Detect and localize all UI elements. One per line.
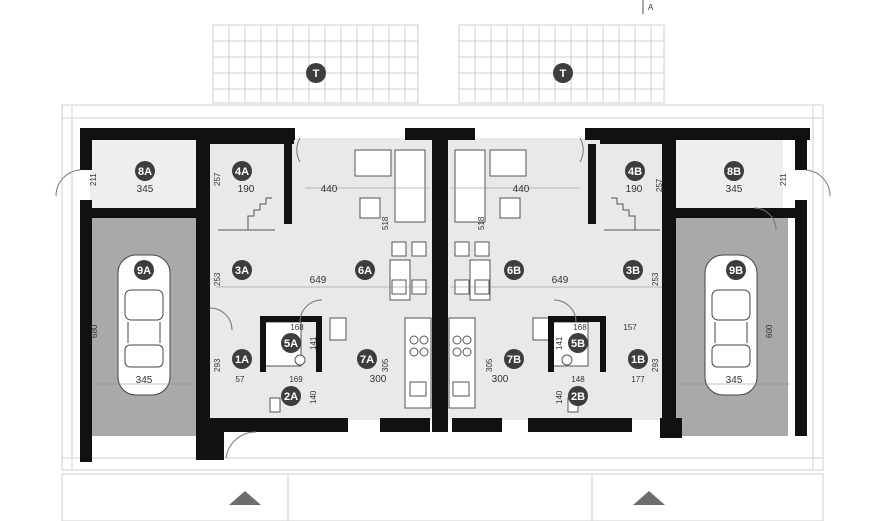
dimension-label: 293 — [213, 358, 222, 372]
svg-text:8B: 8B — [727, 166, 741, 178]
room-tag: 3B — [623, 260, 643, 280]
dimension-lines — [92, 187, 790, 385]
room-tag: 8B — [724, 161, 744, 181]
room-tag: 7B — [504, 349, 524, 369]
dimension-label: 300 — [370, 374, 387, 385]
dimension-label: 211 — [779, 173, 788, 186]
dimension-label: 57 — [236, 375, 245, 384]
dimension-label: 345 — [726, 184, 743, 195]
dimension-label: 518 — [477, 216, 486, 230]
dimension-label: 141 — [309, 336, 318, 350]
dimension-label: 257 — [213, 172, 222, 186]
dimension-label: 177 — [631, 375, 645, 384]
dimension-label: 345 — [136, 375, 153, 386]
dimension-label: 190 — [626, 184, 643, 195]
dimension-label: 140 — [309, 390, 318, 404]
dimension-label: 140 — [555, 390, 564, 404]
dimension-label: 141 — [555, 336, 564, 350]
dimension-label: 305 — [381, 358, 390, 372]
dimension-label: 257 — [655, 178, 664, 192]
room-tag: 7A — [357, 349, 377, 369]
furniture-unit-b — [448, 149, 550, 409]
svg-text:4A: 4A — [235, 166, 249, 178]
svg-text:9A: 9A — [137, 265, 151, 277]
room-tag: 5B — [568, 333, 588, 353]
room-tag: 9A — [134, 260, 154, 280]
dimension-label: 345 — [726, 375, 743, 386]
svg-text:T: T — [313, 68, 320, 80]
dimension-label: 148 — [571, 375, 585, 384]
room-tag: 9B — [726, 260, 746, 280]
staircase-b — [604, 197, 660, 231]
dimension-label: 300 — [492, 374, 509, 385]
room-tag: 1B — [628, 349, 648, 369]
room-tag: 2B — [568, 386, 588, 406]
paving-grid — [62, 105, 823, 470]
room-tag: 4B — [625, 161, 645, 181]
dimension-label: 680 — [90, 324, 99, 338]
terrace-tag: T — [553, 63, 573, 83]
svg-text:2A: 2A — [284, 391, 298, 403]
dimension-label: 157 — [623, 323, 637, 332]
dimension-label: 649 — [310, 275, 327, 286]
furniture-unit-a — [329, 149, 432, 409]
svg-text:8A: 8A — [138, 166, 152, 178]
svg-text:6B: 6B — [507, 265, 521, 277]
svg-text:1B: 1B — [631, 354, 645, 366]
room-tag: 8A — [135, 161, 155, 181]
svg-text:2B: 2B — [571, 391, 585, 403]
svg-text:5A: 5A — [284, 338, 298, 350]
svg-text:4B: 4B — [628, 166, 642, 178]
svg-text:6A: 6A — [358, 265, 372, 277]
door-swings — [55, 137, 831, 459]
svg-text:5B: 5B — [571, 338, 585, 350]
svg-text:3A: 3A — [235, 265, 249, 277]
entrance-marker-right — [633, 491, 665, 505]
dimension-label: 190 — [238, 184, 255, 195]
entrance-marker-left — [229, 491, 261, 505]
staircase-a — [218, 197, 275, 231]
dimension-label: 600 — [765, 324, 774, 338]
terrace-left — [212, 24, 419, 104]
dimension-label: 168 — [573, 323, 587, 332]
section-label: A — [648, 3, 654, 12]
dimension-label: 305 — [485, 358, 494, 372]
dimension-label: 649 — [552, 275, 569, 286]
dimension-label: 293 — [651, 358, 660, 372]
svg-text:T: T — [560, 68, 567, 80]
dimension-label: 169 — [289, 375, 303, 384]
svg-text:1A: 1A — [235, 354, 249, 366]
dimension-label: 253 — [213, 272, 222, 286]
dimension-label: 211 — [89, 173, 98, 186]
room-tag: 4A — [232, 161, 252, 181]
front-strip — [61, 473, 824, 521]
dimension-label: 253 — [651, 272, 660, 286]
room-tag: 6B — [504, 260, 524, 280]
svg-text:9B: 9B — [729, 265, 743, 277]
dimension-label: 440 — [321, 184, 338, 195]
svg-text:3B: 3B — [626, 265, 640, 277]
room-tag: 3A — [232, 260, 252, 280]
dimension-label: 518 — [381, 216, 390, 230]
terrace-tag: T — [306, 63, 326, 83]
room-tag: 2A — [281, 386, 301, 406]
dimension-label: 345 — [137, 184, 154, 195]
car-icon — [704, 254, 758, 396]
dimension-label: 168 — [290, 323, 304, 332]
svg-text:7B: 7B — [507, 354, 521, 366]
walls — [80, 128, 810, 462]
room-tag: 5A — [281, 333, 301, 353]
dimension-label: 440 — [513, 184, 530, 195]
room-tag: 6A — [355, 260, 375, 280]
room-tag: 1A — [232, 349, 252, 369]
car-icon — [117, 254, 171, 396]
svg-text:7A: 7A — [360, 354, 374, 366]
